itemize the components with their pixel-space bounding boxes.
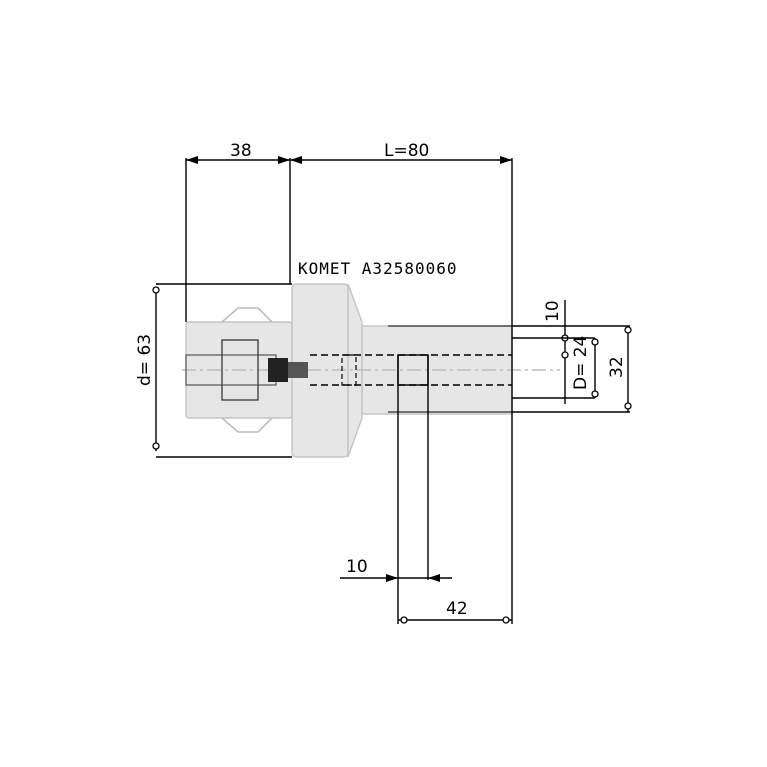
tick-32-bottom (624, 402, 632, 410)
tick-d63-top (152, 286, 160, 294)
label-shank-diameter: 32 (607, 356, 627, 378)
taper (347, 283, 363, 458)
label-step: 10 (543, 300, 563, 322)
tick-42-left (400, 616, 408, 624)
label-flange-length: 38 (230, 141, 252, 161)
part-number: KOMET A32580060 (298, 259, 458, 278)
label-bore-depth: 42 (446, 599, 468, 619)
tick-10-bottom (561, 351, 569, 359)
label-groove-width: 10 (346, 557, 368, 577)
arrow-groove-right (428, 574, 440, 582)
label-flange-diameter: d= 63 (135, 334, 155, 386)
arrow-groove-left (386, 574, 398, 582)
clamp-screw (221, 339, 259, 401)
arrow-38-left (186, 156, 198, 164)
screw-head (268, 358, 288, 382)
dimension-lines (152, 156, 632, 624)
clamp-bottom-lug (221, 417, 273, 433)
arrow-L80-left (290, 156, 302, 164)
tick-d63-bottom (152, 442, 160, 450)
arrow-38-right (278, 156, 290, 164)
screw-thread (288, 362, 308, 378)
tick-42-right (502, 616, 510, 624)
tick-32-top (624, 326, 632, 334)
bore-step (341, 354, 357, 386)
adapter-body (182, 283, 560, 458)
label-total-length: L=80 (384, 141, 429, 161)
label-bore-diameter: D= 24 (571, 336, 591, 390)
tick-D24-bottom (591, 390, 599, 398)
tick-D24-top (591, 338, 599, 346)
arrow-L80-right (500, 156, 512, 164)
clamp-top-lug (221, 307, 273, 323)
